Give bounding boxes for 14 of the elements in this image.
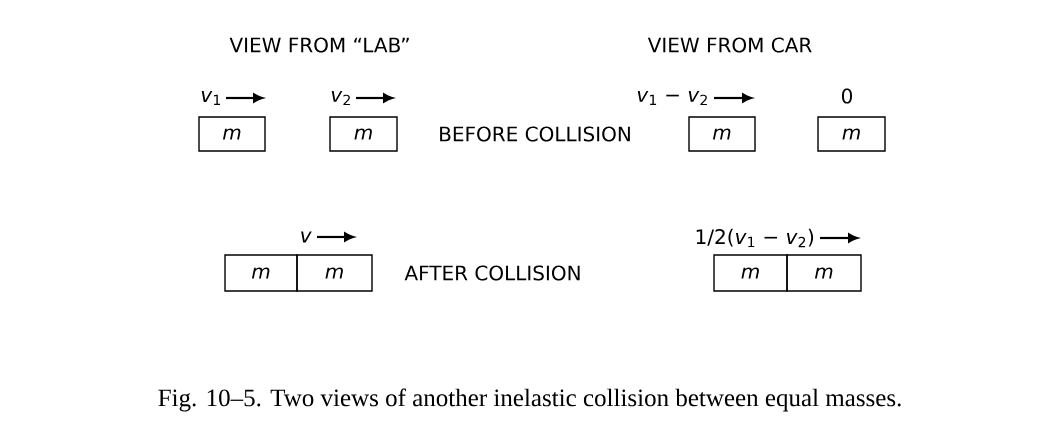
mass-box: m [224, 254, 298, 292]
mass-box: m [688, 116, 756, 152]
mass-box: m [198, 116, 266, 152]
label: BEFORE COLLISION [440, 126, 630, 142]
mass-box: m [713, 254, 788, 292]
caption: Fig. 10–5. Two views of another inelastic collision between equal masses. [158, 388, 901, 412]
mass-box: m [817, 116, 886, 152]
label: v [301, 231, 312, 243]
label: VIEW FROM “LAB” [229, 37, 409, 53]
mass-box: m [786, 254, 862, 292]
label: 1/2(v$_{1}$ − v$_{2}$) [696, 228, 814, 248]
mass-box: m [329, 116, 398, 152]
mass-box: m [296, 254, 373, 292]
label: VIEW FROM CAR [647, 37, 812, 53]
